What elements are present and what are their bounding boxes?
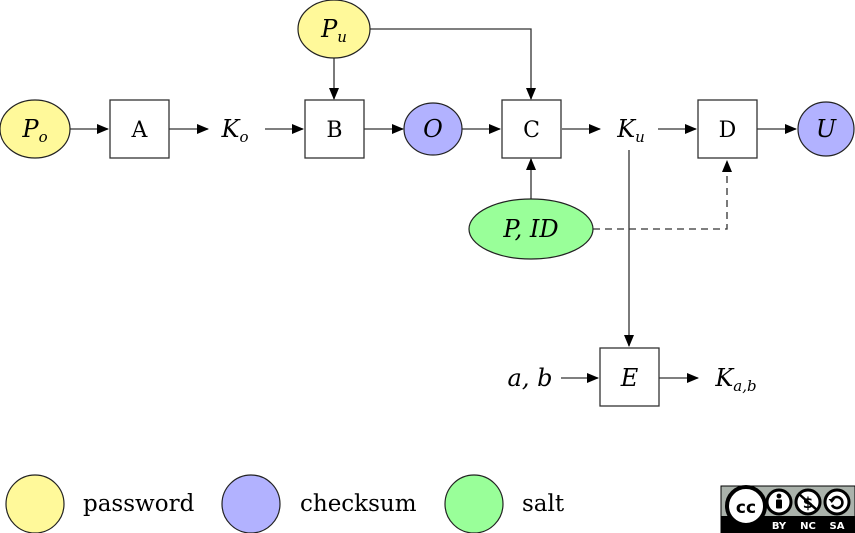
box-C [501, 99, 562, 159]
node-K-u-label: Ku [616, 115, 645, 146]
legend-item-password: password [5, 474, 195, 533]
cc-icon: cc [725, 485, 767, 527]
password-ellipse [0, 99, 71, 159]
legend-swatch-salt [444, 474, 504, 533]
legend-item-salt: salt [444, 474, 565, 533]
legend-label-password: password [83, 491, 195, 517]
node-E: E [599, 347, 660, 407]
node-P-u-label: Pu [320, 15, 347, 46]
node-C-label: C [523, 118, 540, 143]
box-A [109, 99, 170, 159]
checksum-ellipse [403, 102, 463, 156]
legend-item-checksum: checksum [221, 474, 417, 533]
noncommercial-icon: $ [794, 488, 822, 516]
by-attribution-icon [765, 488, 793, 516]
node-P-o: Po [0, 99, 71, 159]
node-K-ab-label: Ka,b [714, 364, 756, 395]
node-A: A [109, 99, 170, 159]
edge-Pu-C [370, 28, 536, 100]
legend: password checksum salt [5, 474, 565, 533]
node-a-b: a, b [508, 364, 553, 392]
node-U-label: U [816, 115, 837, 143]
box-D [697, 99, 758, 159]
node-A-label: A [131, 118, 149, 143]
box-E [599, 347, 660, 407]
legend-label-salt: salt [522, 491, 565, 517]
salt-ellipse [468, 198, 594, 260]
badge-term-by: BY [772, 521, 787, 532]
edge-PID-D-dashed [593, 160, 732, 230]
node-K-ab: Ka,b [714, 364, 756, 395]
node-P-o-label: Po [21, 115, 47, 146]
node-D-label: D [719, 118, 737, 143]
svg-text:cc: cc [736, 498, 756, 518]
node-O: O [403, 102, 463, 156]
node-E-label: E [620, 364, 639, 392]
node-B: B [304, 99, 365, 159]
checksum-ellipse [797, 101, 855, 157]
node-a-b-label: a, b [508, 364, 553, 392]
node-U: U [797, 101, 855, 157]
box-B [304, 99, 365, 159]
node-B-label: B [326, 118, 342, 143]
node-P-ID-label: P, ID [502, 215, 558, 243]
node-D: D [697, 99, 758, 159]
legend-label-checksum: checksum [300, 491, 417, 517]
legend-swatch-password [5, 474, 65, 533]
node-C: C [501, 99, 562, 159]
legend-swatch-checksum [221, 474, 281, 533]
badge-term-nc: NC [800, 521, 816, 532]
node-P-u: Pu [297, 0, 371, 59]
node-P-ID: P, ID [468, 198, 594, 260]
password-ellipse [297, 0, 371, 59]
cc-by-nc-sa-badge[interactable]: cc $ BY NC SA [720, 485, 855, 533]
node-K-o: Ko [221, 115, 249, 146]
edges [70, 28, 797, 383]
node-K-u: Ku [616, 115, 645, 146]
node-O-label: O [423, 115, 443, 143]
node-K-o-label: Ko [221, 115, 249, 146]
badge-term-sa: SA [830, 521, 845, 532]
sharealike-icon [823, 488, 851, 516]
